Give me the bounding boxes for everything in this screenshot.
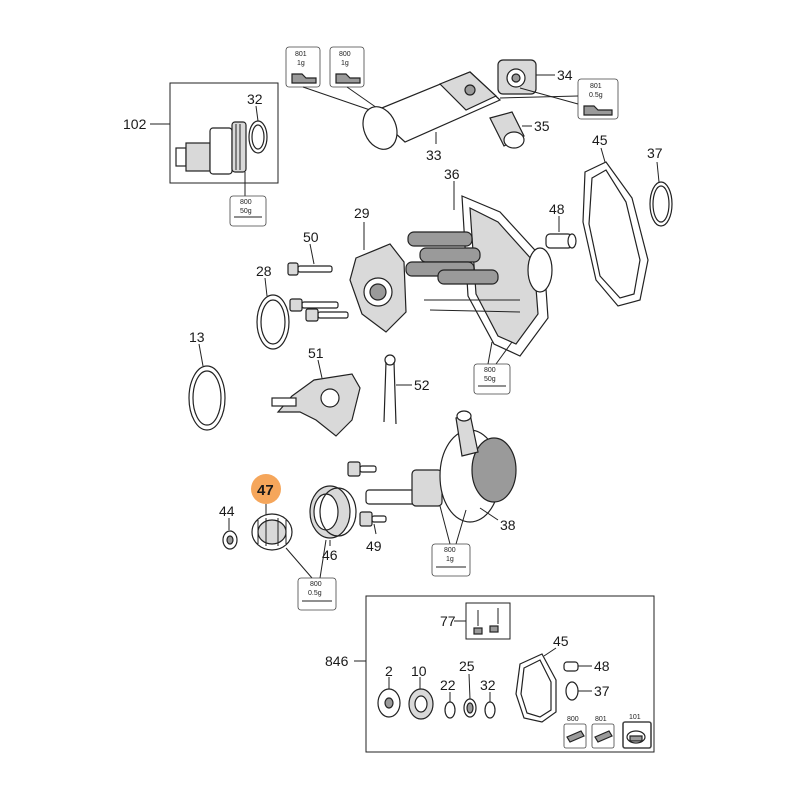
lube-badge-right: 801 0.5g xyxy=(577,78,619,120)
svg-text:50g: 50g xyxy=(240,208,252,215)
svg-text:801: 801 xyxy=(590,83,602,90)
svg-text:1g: 1g xyxy=(297,60,305,67)
kit-part-10[interactable] xyxy=(408,688,434,720)
svg-text:1g: 1g xyxy=(446,556,454,563)
callout-44: 44 xyxy=(219,503,235,519)
part-38-gear-shaft[interactable] xyxy=(365,410,517,523)
part-13-ring[interactable] xyxy=(188,365,226,431)
callout-32-kit: 32 xyxy=(480,677,496,693)
kit-part-22[interactable] xyxy=(444,701,456,719)
svg-text:1g: 1g xyxy=(341,60,349,67)
lube-badge-center: 800 50g xyxy=(473,363,511,395)
part-77-brushes[interactable] xyxy=(465,602,511,640)
part-102-box xyxy=(169,82,279,184)
callout-33: 33 xyxy=(426,147,442,163)
kit-lube-badge-800: 800 xyxy=(563,716,587,749)
svg-text:0.5g: 0.5g xyxy=(308,590,322,597)
part-45-gasket[interactable] xyxy=(582,161,649,307)
part-33-cylinder[interactable] xyxy=(357,71,502,154)
kit-lube-badge-801: 801 xyxy=(591,716,615,749)
svg-text:801: 801 xyxy=(595,716,607,723)
lube-badge-top-b: 800 1g xyxy=(329,46,365,88)
kit-part-101[interactable]: 101 xyxy=(622,714,652,749)
svg-text:801: 801 xyxy=(295,51,307,58)
svg-text:800: 800 xyxy=(240,199,252,206)
callout-25: 25 xyxy=(459,658,475,674)
callout-2: 2 xyxy=(385,663,393,679)
kit-part-2[interactable] xyxy=(377,688,401,718)
part-48-pin[interactable] xyxy=(545,233,577,249)
lube-badge-top-a: 801 1g xyxy=(285,46,321,88)
kit-846-box xyxy=(365,595,655,753)
part-102-fitting[interactable] xyxy=(175,121,247,175)
part-37-ring[interactable] xyxy=(649,181,673,227)
callout-52: 52 xyxy=(414,377,430,393)
part-35-elbow[interactable] xyxy=(489,111,525,149)
callout-37-kit: 37 xyxy=(594,683,610,699)
callout-10: 10 xyxy=(411,663,427,679)
callout-34: 34 xyxy=(557,67,573,83)
svg-text:800: 800 xyxy=(444,547,456,554)
lube-badge-bottom: 800 0.5g xyxy=(297,577,337,611)
callout-37: 37 xyxy=(647,145,663,161)
callout-28: 28 xyxy=(256,263,272,279)
svg-text:800: 800 xyxy=(484,367,496,374)
callout-32: 32 xyxy=(247,91,263,107)
svg-text:800: 800 xyxy=(310,581,322,588)
callout-29: 29 xyxy=(354,205,370,221)
kit-part-45-gasket[interactable] xyxy=(515,653,557,723)
svg-text:50g: 50g xyxy=(484,376,496,383)
callout-102: 102 xyxy=(123,116,147,132)
callout-13: 13 xyxy=(189,329,205,345)
part-28-ring[interactable] xyxy=(256,294,290,350)
kit-part-25[interactable] xyxy=(463,698,477,718)
callout-846: 846 xyxy=(325,653,349,669)
svg-text:0.5g: 0.5g xyxy=(589,92,603,99)
kit-part-48-pin[interactable] xyxy=(563,661,579,672)
callout-50: 50 xyxy=(303,229,319,245)
part-52-clip[interactable] xyxy=(383,354,397,425)
callout-45: 45 xyxy=(592,132,608,148)
lube-badge-left: 800 50g xyxy=(229,195,267,227)
lube-badge-gear: 800 1g xyxy=(431,543,471,577)
part-51-latch[interactable] xyxy=(271,373,361,437)
part-29-flange[interactable] xyxy=(349,243,407,333)
part-34-bracket[interactable] xyxy=(497,59,537,95)
callout-35: 35 xyxy=(534,118,550,134)
part-47-bearing[interactable] xyxy=(251,513,293,551)
callout-46: 46 xyxy=(322,547,338,563)
kit-part-32[interactable] xyxy=(484,701,496,719)
part-bolts-small[interactable] xyxy=(347,461,387,527)
part-44-washer[interactable] xyxy=(222,530,238,550)
callout-38: 38 xyxy=(500,517,516,533)
callout-77: 77 xyxy=(440,613,456,629)
callout-36: 36 xyxy=(444,166,460,182)
highlight-marker-47 xyxy=(251,474,281,504)
part-46-sleeve[interactable] xyxy=(309,485,357,539)
svg-text:800: 800 xyxy=(567,716,579,723)
callout-49: 49 xyxy=(366,538,382,554)
part-50-bolts[interactable] xyxy=(287,262,349,322)
callout-48: 48 xyxy=(549,201,565,217)
svg-text:800: 800 xyxy=(339,51,351,58)
callout-22: 22 xyxy=(440,677,456,693)
kit-part-37-ring[interactable] xyxy=(565,681,579,701)
callout-48-kit: 48 xyxy=(594,658,610,674)
callout-47: 47 xyxy=(257,482,274,499)
part-36-cylinder-block[interactable] xyxy=(405,195,553,357)
svg-text:101: 101 xyxy=(629,714,641,721)
callout-45-kit: 45 xyxy=(553,633,569,649)
callout-51: 51 xyxy=(308,345,324,361)
